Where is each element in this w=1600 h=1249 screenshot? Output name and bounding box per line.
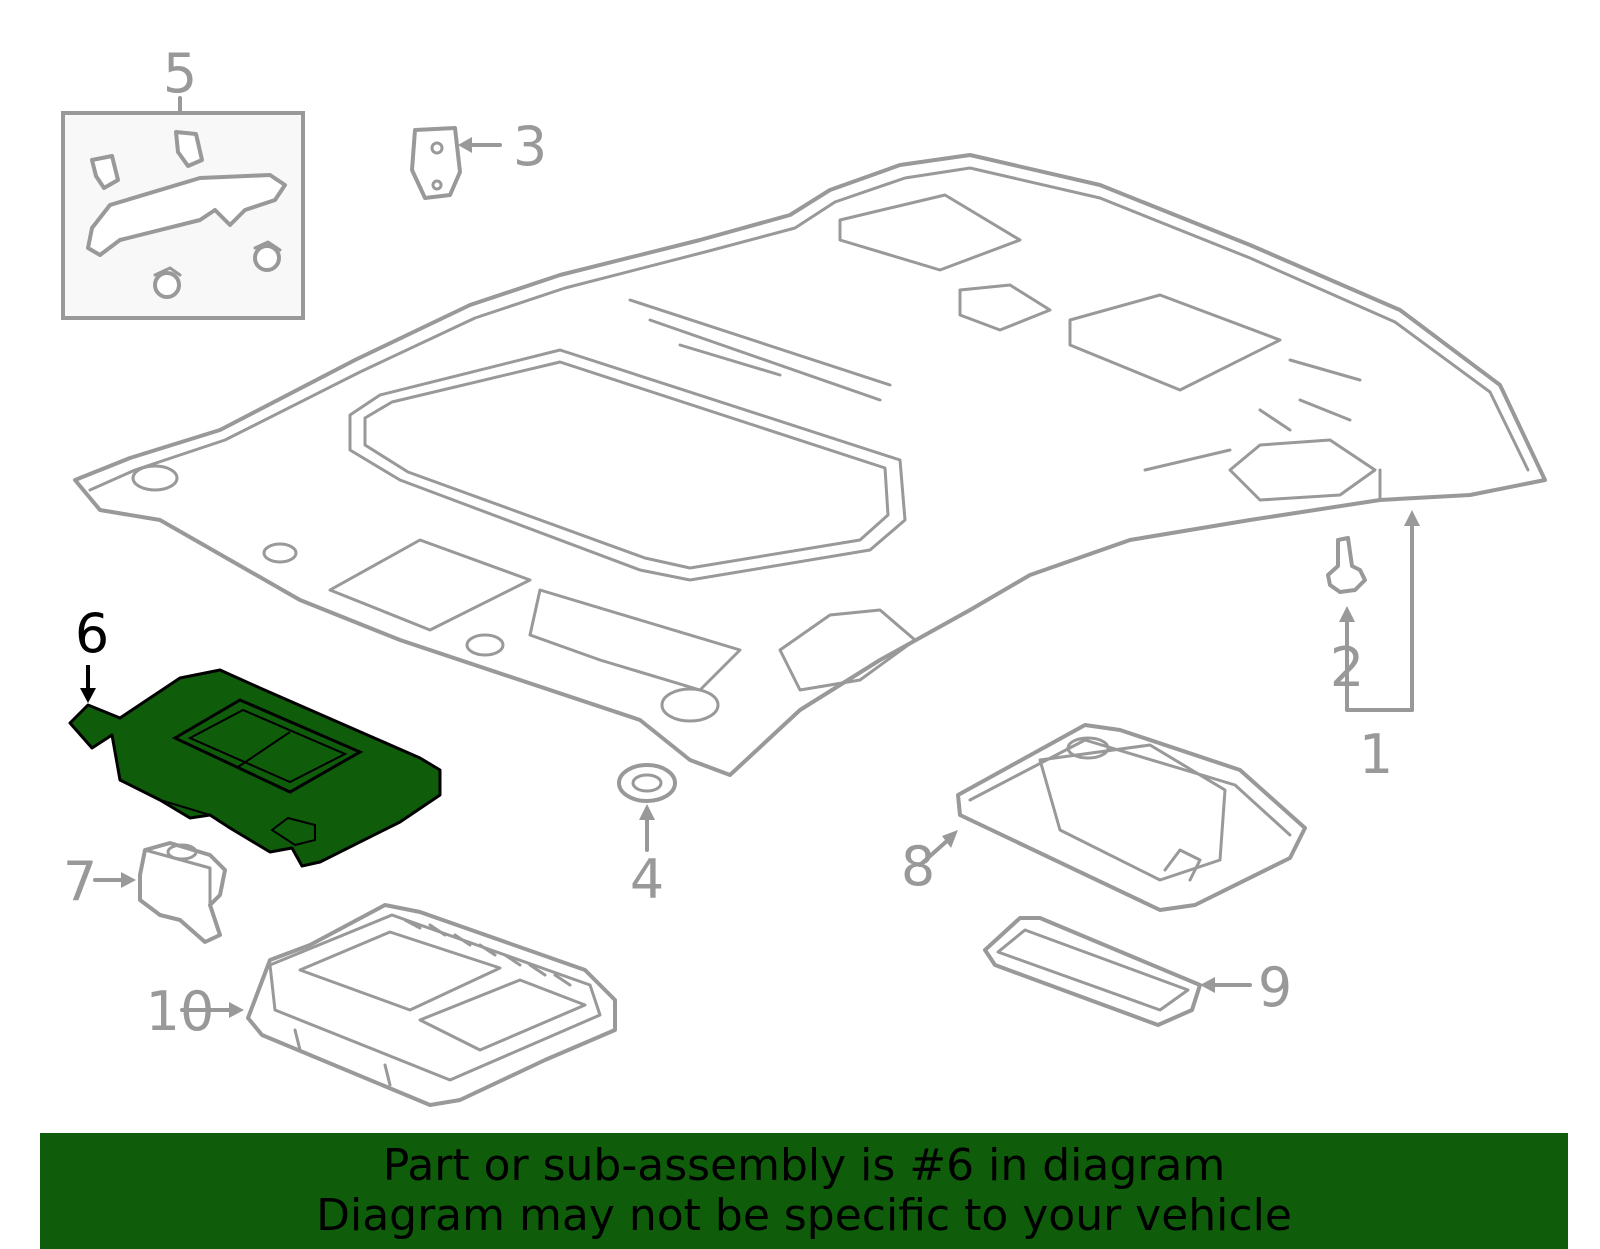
- socket-part: [93, 841, 227, 944]
- callout-2: 2: [1330, 636, 1364, 699]
- headliner-part: [73, 153, 1547, 777]
- callout-8: 8: [901, 835, 935, 898]
- callout-5: 5: [163, 42, 197, 105]
- lens-part: [983, 916, 1252, 1027]
- callout-1: 1: [1359, 723, 1393, 786]
- callout-3: 3: [513, 115, 547, 178]
- callout-10: 10: [146, 980, 215, 1043]
- grommet-part: [617, 763, 677, 852]
- callout-7: 7: [63, 850, 97, 913]
- console-housing-part: [180, 903, 617, 1107]
- parts-diagram: 1 2 3 4 5: [61, 42, 1547, 1107]
- callout-4: 4: [630, 848, 664, 911]
- clip-part: [1326, 536, 1367, 594]
- callout-6: 6: [75, 602, 109, 665]
- callout-9: 9: [1258, 956, 1292, 1019]
- sun-visor-part: [68, 665, 442, 868]
- bracket-part: [410, 126, 502, 200]
- leader-1-2: [1339, 510, 1420, 712]
- banner-line-1: Part or sub-assembly is #6 in diagram: [382, 1140, 1226, 1191]
- banner-line-2: Diagram may not be specific to your vehi…: [316, 1190, 1292, 1241]
- grab-handle-kit-part: [61, 96, 305, 320]
- overhead-console-part: [918, 723, 1307, 912]
- part-info-banner: Part or sub-assembly is #6 in diagram Di…: [40, 1133, 1568, 1249]
